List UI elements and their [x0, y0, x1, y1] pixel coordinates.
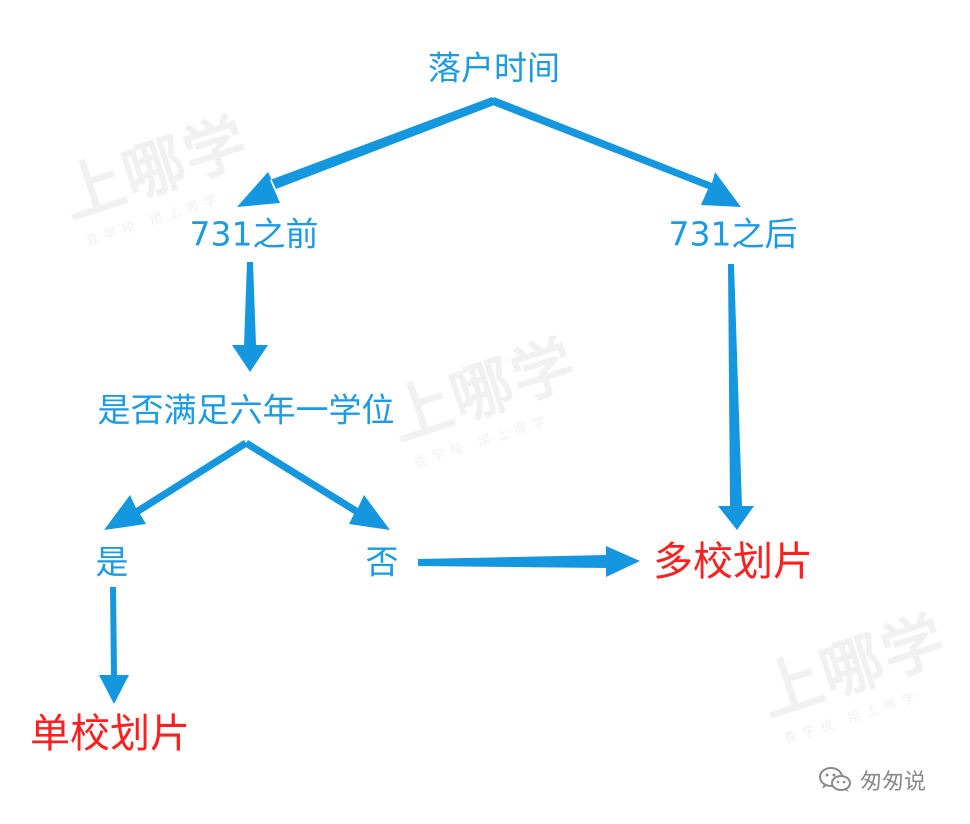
arrow-root-to-after: [490, 97, 741, 207]
arrow-after-to-multi: [718, 264, 754, 530]
wechat-icon: [818, 766, 852, 794]
brand-label: 匆匆说: [860, 770, 927, 795]
arrow-yes-to-single: [99, 587, 129, 704]
node-root: 落户时间: [428, 48, 560, 88]
arrow-no-to-multi: [418, 546, 640, 577]
arrow-question-to-no: [244, 440, 390, 530]
node-yes: 是: [95, 542, 129, 582]
node-after-731: 731之后: [668, 214, 798, 254]
node-single-school: 单校划片: [30, 711, 190, 757]
node-before-731: 731之前: [189, 214, 319, 254]
arrow-root-to-before: [237, 97, 497, 207]
arrow-question-to-yes: [104, 440, 248, 530]
arrow-before-to-question: [232, 262, 268, 372]
brand: 匆匆说: [818, 764, 926, 796]
node-question: 是否满足六年一学位: [97, 390, 395, 430]
node-multi-school: 多校划片: [653, 539, 813, 585]
node-no: 否: [365, 542, 399, 582]
